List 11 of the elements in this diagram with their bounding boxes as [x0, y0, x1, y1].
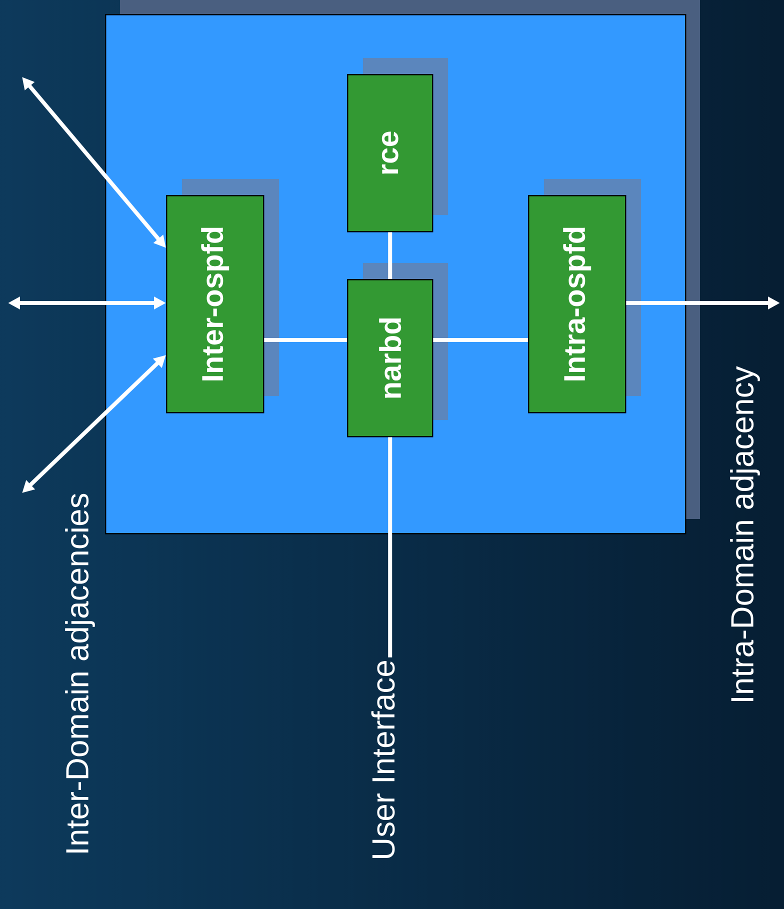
process-box: Intra-ospfd: [528, 179, 641, 414]
side-label: Intra-Domain adjacency: [730, 366, 760, 702]
connector: [264, 338, 347, 342]
connector: [388, 232, 392, 279]
process-box: rce: [347, 58, 448, 232]
process-box: Inter-ospfd: [166, 179, 279, 414]
connector: [433, 338, 528, 342]
connector: [388, 437, 392, 658]
side-label: Inter-Domain adjacencies: [65, 494, 95, 852]
interface-label: User Interface: [371, 660, 395, 858]
process-box: narbd: [347, 263, 448, 438]
